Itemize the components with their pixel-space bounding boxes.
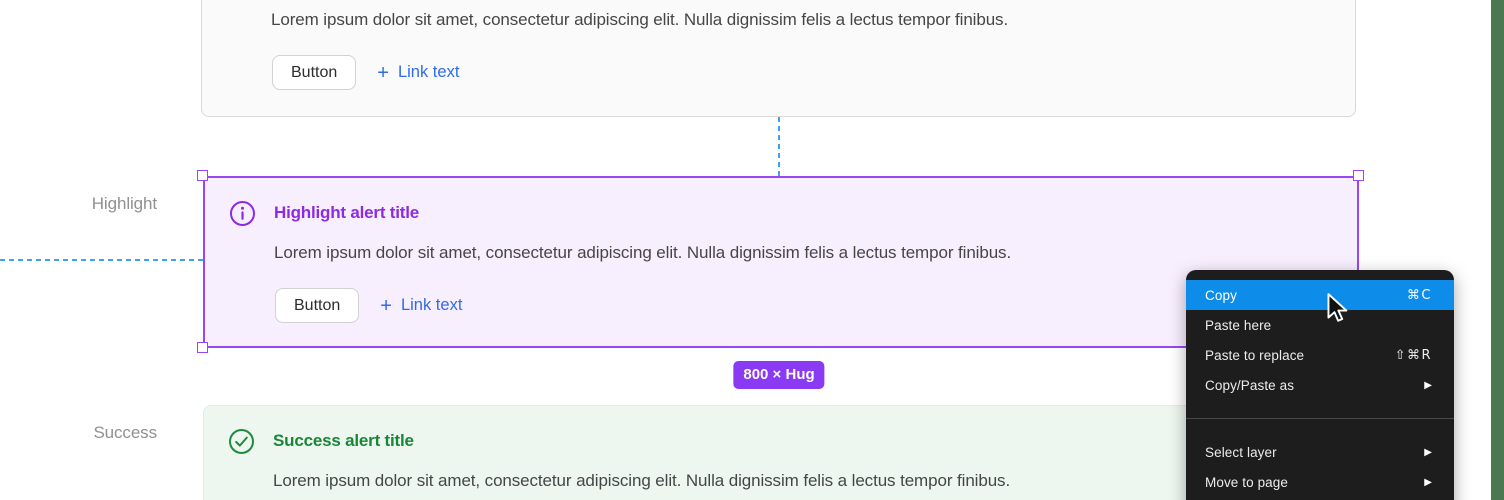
info-circle-icon bbox=[230, 201, 255, 226]
alert-body-text: Lorem ipsum dolor sit amet, consectetur … bbox=[274, 243, 1012, 262]
alert-button[interactable]: Button bbox=[275, 288, 360, 323]
menu-item-label: Copy/Paste as bbox=[1205, 377, 1295, 393]
selection-handle-top-left[interactable] bbox=[197, 170, 208, 181]
section-label-highlight: Highlight bbox=[91, 194, 157, 213]
alert-title: Success alert title bbox=[273, 431, 414, 450]
menu-item-move-to-page[interactable]: Move to page ▶ bbox=[1186, 467, 1454, 497]
section-label-success: Success bbox=[93, 423, 157, 442]
alert-actions: Button + Link text bbox=[272, 55, 459, 90]
highlight-alert-card[interactable]: Highlight alert title Lorem ipsum dolor … bbox=[203, 176, 1359, 348]
check-circle-icon bbox=[229, 429, 254, 454]
alert-actions: Button + Link text bbox=[275, 288, 462, 323]
menu-item-copy[interactable]: Copy ⌘C bbox=[1186, 280, 1454, 310]
context-menu: Copy ⌘C Paste here Paste to replace ⇧⌘R … bbox=[1186, 270, 1454, 500]
menu-divider bbox=[1186, 418, 1454, 419]
plus-icon: + bbox=[380, 294, 392, 317]
alert-link[interactable]: + Link text bbox=[377, 63, 459, 83]
selection-size-badge: 800 × Hug bbox=[733, 361, 825, 389]
alert-button[interactable]: Button bbox=[272, 55, 357, 90]
alignment-guide-horizontal bbox=[0, 259, 203, 261]
menu-item-label: Select layer bbox=[1205, 444, 1277, 460]
menu-item-label: Paste to replace bbox=[1205, 347, 1305, 363]
submenu-arrow-icon: ▶ bbox=[1424, 446, 1432, 458]
alert-body-text: Lorem ipsum dolor sit amet, consectetur … bbox=[273, 471, 1011, 490]
submenu-arrow-icon: ▶ bbox=[1424, 379, 1432, 391]
selection-handle-bottom-left[interactable] bbox=[197, 342, 208, 353]
success-alert-card[interactable]: Success alert title Lorem ipsum dolor si… bbox=[203, 405, 1359, 500]
submenu-arrow-icon: ▶ bbox=[1424, 476, 1432, 488]
link-label: Link text bbox=[397, 63, 460, 81]
menu-item-label: Move to page bbox=[1205, 474, 1289, 490]
neutral-alert-card[interactable]: Lorem ipsum dolor sit amet, consectetur … bbox=[201, 0, 1356, 117]
cursor-icon bbox=[1327, 293, 1348, 322]
menu-item-copy-paste-as[interactable]: Copy/Paste as ▶ bbox=[1186, 370, 1454, 400]
menu-item-label: Copy bbox=[1205, 287, 1237, 303]
alert-title: Highlight alert title bbox=[274, 203, 420, 222]
menu-item-label: Paste here bbox=[1205, 317, 1272, 333]
right-edge-green-panel bbox=[1491, 0, 1504, 500]
link-label: Link text bbox=[400, 296, 463, 314]
menu-item-paste-here[interactable]: Paste here bbox=[1186, 310, 1454, 340]
menu-item-paste-to-replace[interactable]: Paste to replace ⇧⌘R bbox=[1186, 340, 1454, 370]
selection-handle-top-right[interactable] bbox=[1353, 170, 1364, 181]
menu-item-select-layer[interactable]: Select layer ▶ bbox=[1186, 437, 1454, 467]
alert-body-text: Lorem ipsum dolor sit amet, consectetur … bbox=[271, 10, 1009, 29]
alert-link[interactable]: + Link text bbox=[380, 296, 462, 316]
menu-item-shortcut: ⇧⌘R bbox=[1394, 347, 1432, 363]
menu-item-shortcut: ⌘C bbox=[1406, 287, 1432, 303]
plus-icon: + bbox=[377, 61, 389, 84]
